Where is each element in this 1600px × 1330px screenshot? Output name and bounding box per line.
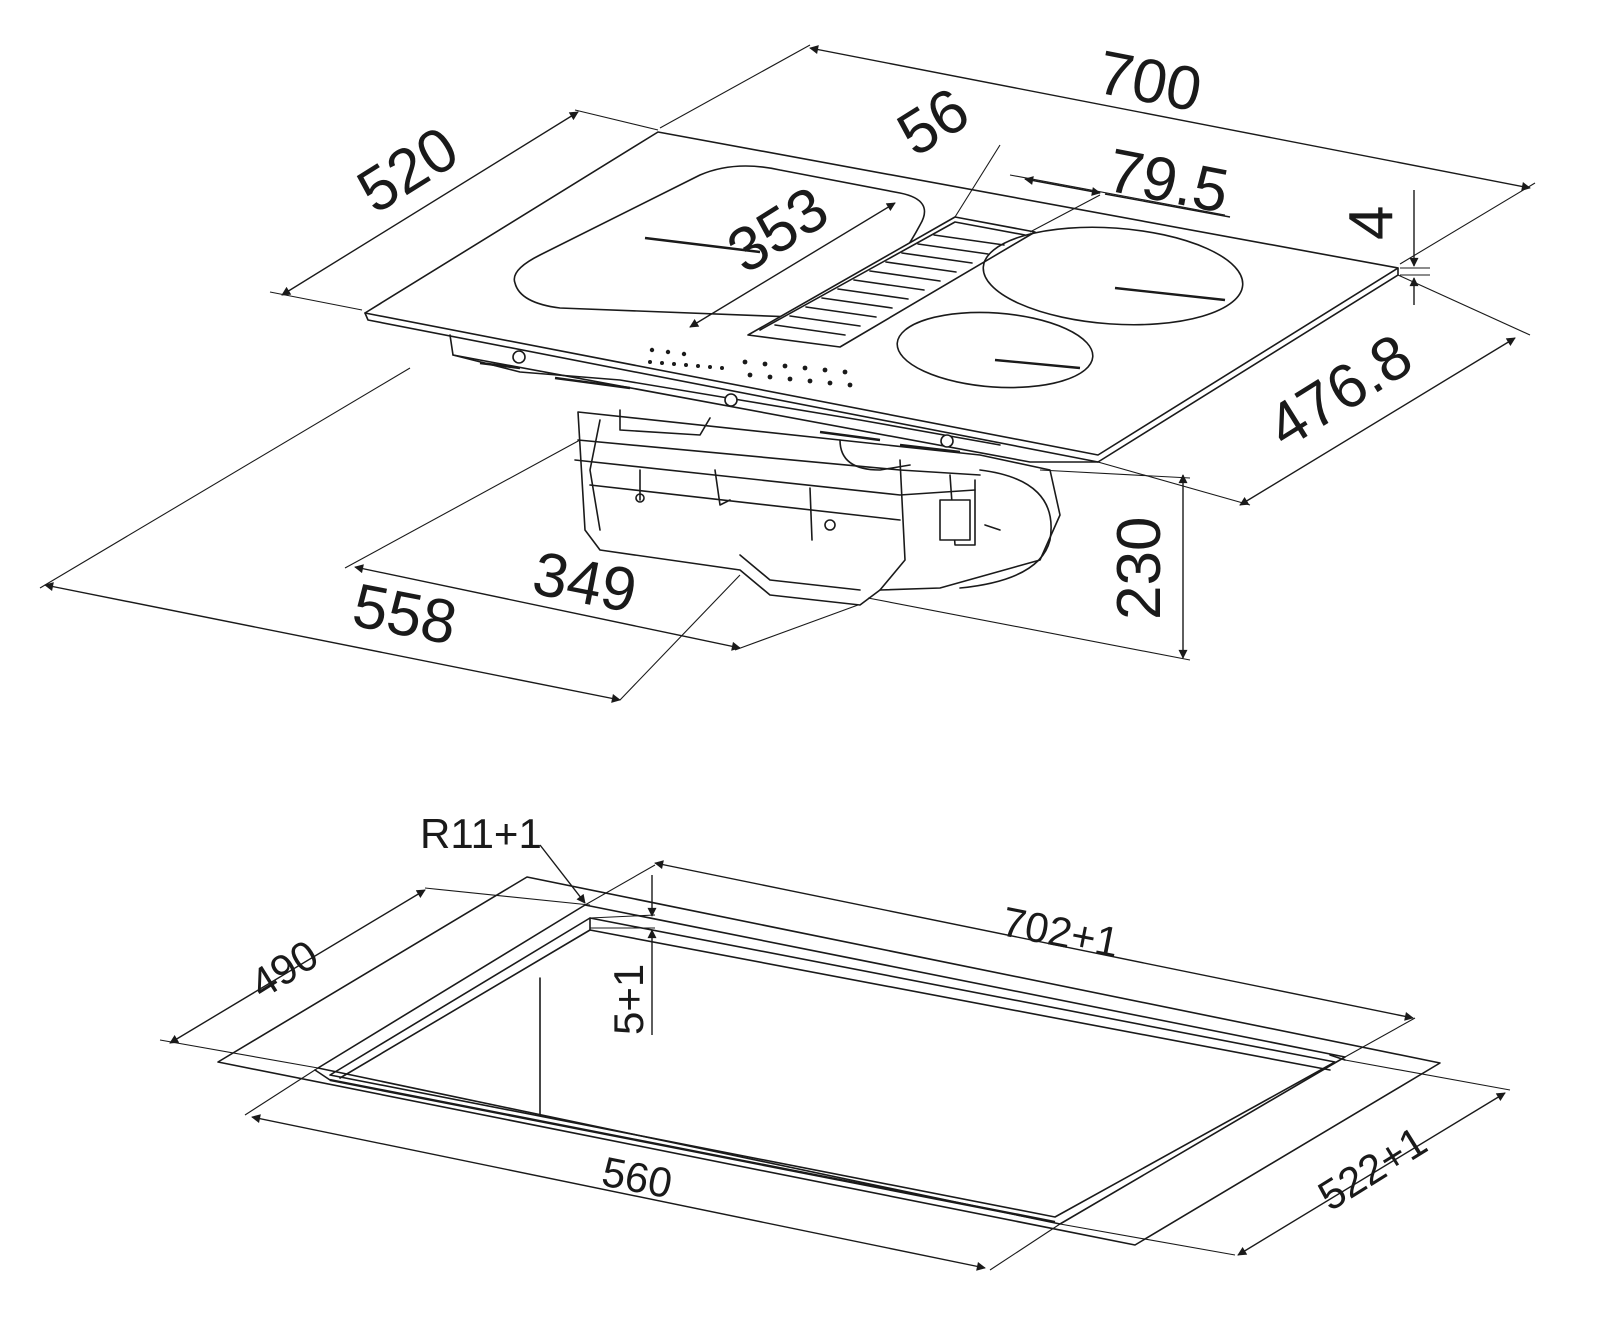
zone-marker-large xyxy=(1114,286,1226,302)
dim-4: 4 xyxy=(1337,206,1406,240)
cut-outline-outer xyxy=(317,904,1346,1225)
cut-outline-inner xyxy=(329,917,1336,1218)
recess-outline xyxy=(217,876,1441,1246)
dim-700: 700 xyxy=(1092,38,1207,125)
zone-marker-small xyxy=(994,358,1081,370)
dimension-lines-cutout xyxy=(169,844,1506,1271)
hob-isometric-view: 700 520 56 353 79.5 4 476.8 230 349 558 xyxy=(39,38,1536,703)
dim-522-1: 522+1 xyxy=(1310,1117,1435,1219)
dim-5-1: 5+1 xyxy=(605,964,652,1035)
dim-476-8: 476.8 xyxy=(1256,321,1424,462)
dim-79-5: 79.5 xyxy=(1102,136,1234,227)
dimension-lines-top xyxy=(44,45,1531,703)
cutout-isometric-view: R11+1 702+1 5+1 490 560 522+1 xyxy=(159,810,1511,1271)
dim-56: 56 xyxy=(886,75,981,170)
dim-r11-1: R11+1 xyxy=(420,810,542,857)
dim-490: 490 xyxy=(242,931,326,1008)
touch-controls xyxy=(648,347,853,388)
cooking-zone-large xyxy=(982,226,1244,326)
dim-702-1: 702+1 xyxy=(998,898,1123,967)
extractor-unit xyxy=(574,409,1061,606)
cooking-zone-small xyxy=(896,311,1094,389)
cut-bottom-edge xyxy=(329,1078,1056,1224)
extension-lines-cutout xyxy=(159,864,1511,1271)
dim-558: 558 xyxy=(347,571,462,658)
dim-520: 520 xyxy=(346,114,470,227)
dim-560: 560 xyxy=(598,1148,676,1208)
dim-230: 230 xyxy=(1105,517,1174,620)
